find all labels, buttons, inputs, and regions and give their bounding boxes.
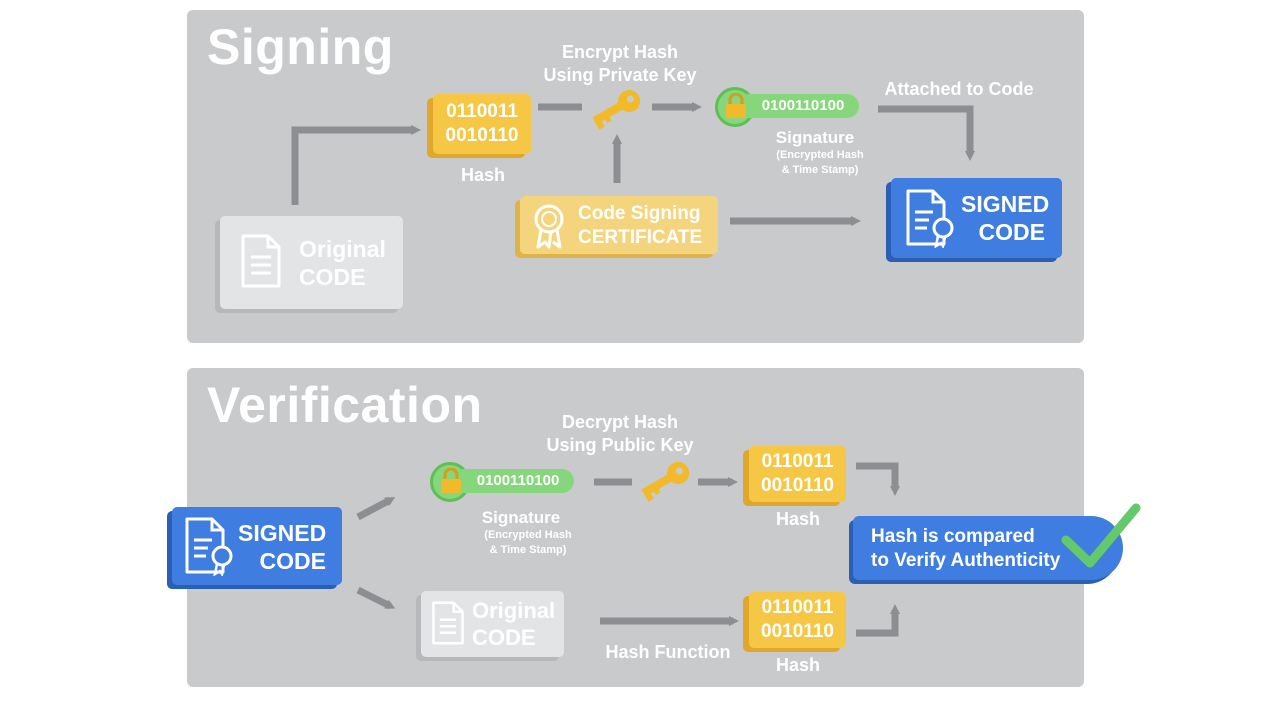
arrow-signature-to-signed: [878, 105, 975, 161]
lock-icon: [441, 468, 461, 493]
signing-original-code: Original CODE: [220, 216, 403, 309]
original-line2: CODE: [299, 264, 366, 290]
signing-hash-box: 0110011 0010110: [433, 94, 531, 154]
signing-signature-sub: (Encrypted Hash & Time Stamp): [760, 148, 880, 178]
document-icon: [432, 601, 464, 645]
original-code-text: Original CODE: [472, 597, 555, 651]
original-line1: Original: [472, 598, 556, 623]
signed-code-text: SIGNED CODE: [238, 519, 326, 575]
signing-hash-label: Hash: [460, 165, 505, 185]
code-signing-certificate: Code Signing CERTIFICATE: [520, 196, 718, 254]
decrypt-hash-label-line1: Decrypt Hash: [561, 412, 679, 432]
encrypt-hash-label: Encrypt Hash Using Private Key: [535, 41, 705, 86]
attached-to-code-label: Attached to Code: [884, 79, 1034, 99]
verification-hash-bottom: 0110011 0010110: [749, 592, 846, 648]
signature-sub-line2: & Time Stamp): [489, 543, 567, 556]
arrow-hash-bottom-to-compare: [856, 604, 900, 637]
verify-line2: to Verify Authenticity: [871, 550, 1061, 571]
signed-document-icon: [906, 189, 954, 248]
hash-bits-line2: 0010110: [445, 125, 519, 146]
signature-sub-line1: (Encrypted Hash: [484, 529, 572, 541]
signed-line1: SIGNED: [961, 191, 1050, 217]
verify-line1: Hash is compared: [871, 526, 1035, 547]
signing-signature-label: Signature: [775, 128, 855, 147]
verification-hash-bottom-label: Hash: [775, 655, 820, 675]
signed-document-icon: [185, 517, 233, 576]
signing-signature: 0100110100: [715, 87, 865, 127]
verification-original-code: Original CODE: [421, 591, 564, 657]
verify-text: Hash is compared to Verify Authenticity: [871, 525, 1060, 573]
key-icon: [641, 462, 690, 502]
verification-signature: 0100110100: [430, 462, 580, 502]
signed-line2: CODE: [259, 548, 326, 574]
encrypt-hash-label-line1: Encrypt Hash: [561, 42, 679, 62]
hash-bits-line1: 0110011: [761, 451, 834, 472]
original-line1: Original: [299, 236, 386, 262]
arrow-signed-to-signature: [356, 496, 396, 521]
verification-hash-top: 0110011 0010110: [749, 446, 846, 502]
hash-bits-line1: 0110011: [446, 101, 518, 122]
arrow-original-to-hash: [291, 125, 421, 205]
verification-hash-top-label: Hash: [775, 509, 820, 529]
signing-signed-code: SIGNED CODE: [891, 178, 1062, 258]
original-code-text: Original CODE: [299, 235, 386, 291]
decrypt-hash-label: Decrypt Hash Using Public Key: [535, 411, 705, 456]
signature-sub-line2: & Time Stamp): [781, 163, 859, 176]
signature-bits: 0100110100: [747, 94, 859, 118]
arrow-hash-top-to-compare: [856, 462, 900, 496]
checkmark-icon: [1061, 503, 1141, 568]
signature-bits: 0100110100: [462, 469, 574, 493]
signing-title: Signing: [207, 19, 394, 75]
hash-function-label: Hash Function: [605, 642, 731, 662]
verification-signature-label: Signature: [481, 508, 561, 527]
certificate-line2: CERTIFICATE: [578, 227, 703, 248]
signed-line2: CODE: [978, 219, 1045, 245]
arrow-signed-to-original: [356, 586, 396, 610]
hash-bits-line2: 0010110: [761, 475, 834, 496]
key-icon: [592, 90, 641, 130]
verification-signed-code: SIGNED CODE: [172, 507, 342, 585]
decrypt-hash-label-line2: Using Public Key: [546, 434, 694, 455]
certificate-ribbon-icon: [534, 204, 564, 249]
verification-title: Verification: [207, 377, 483, 433]
hash-bits-line2: 0010110: [761, 621, 834, 642]
lock-icon: [726, 93, 746, 118]
hash-bits-line1: 0110011: [761, 597, 834, 618]
original-line2: CODE: [472, 625, 536, 650]
signature-sub-line1: (Encrypted Hash: [776, 149, 864, 161]
certificate-text: Code Signing CERTIFICATE: [578, 202, 702, 250]
verification-signature-sub: (Encrypted Hash & Time Stamp): [468, 528, 588, 558]
document-icon: [241, 234, 281, 288]
encrypt-hash-label-line2: Using Private Key: [543, 64, 697, 85]
certificate-line1: Code Signing: [578, 203, 701, 224]
signed-code-text: SIGNED CODE: [961, 190, 1050, 246]
signed-line1: SIGNED: [238, 520, 327, 546]
